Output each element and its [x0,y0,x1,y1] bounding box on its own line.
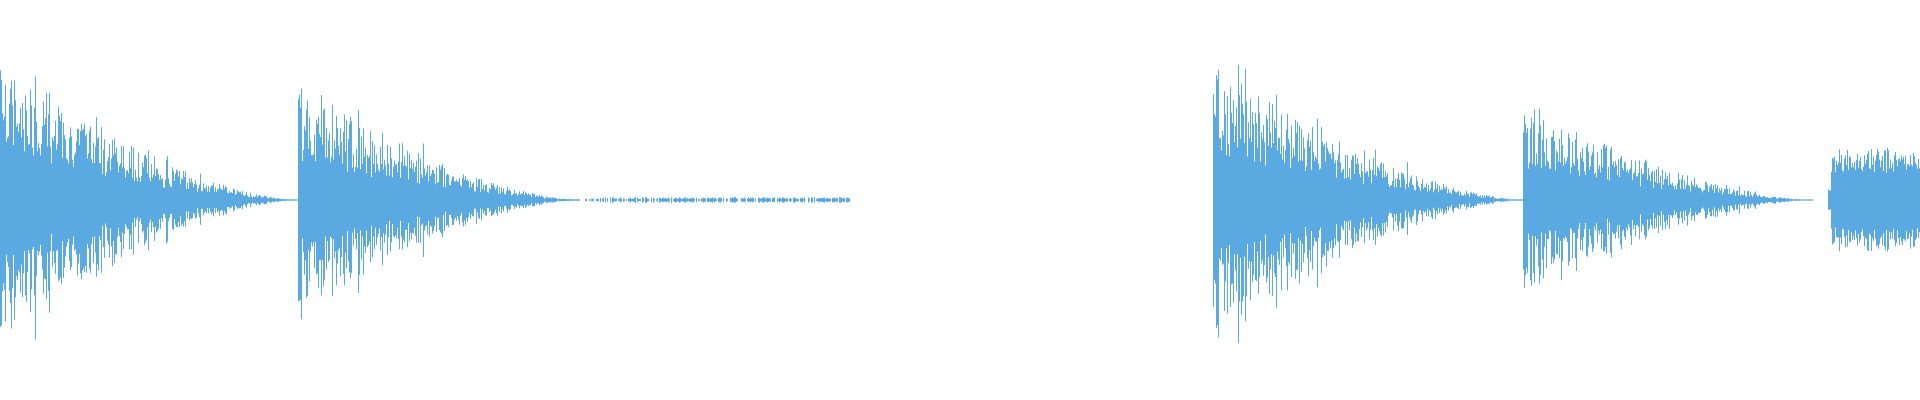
waveform-trace [0,65,1920,343]
waveform-bars [0,65,1920,343]
